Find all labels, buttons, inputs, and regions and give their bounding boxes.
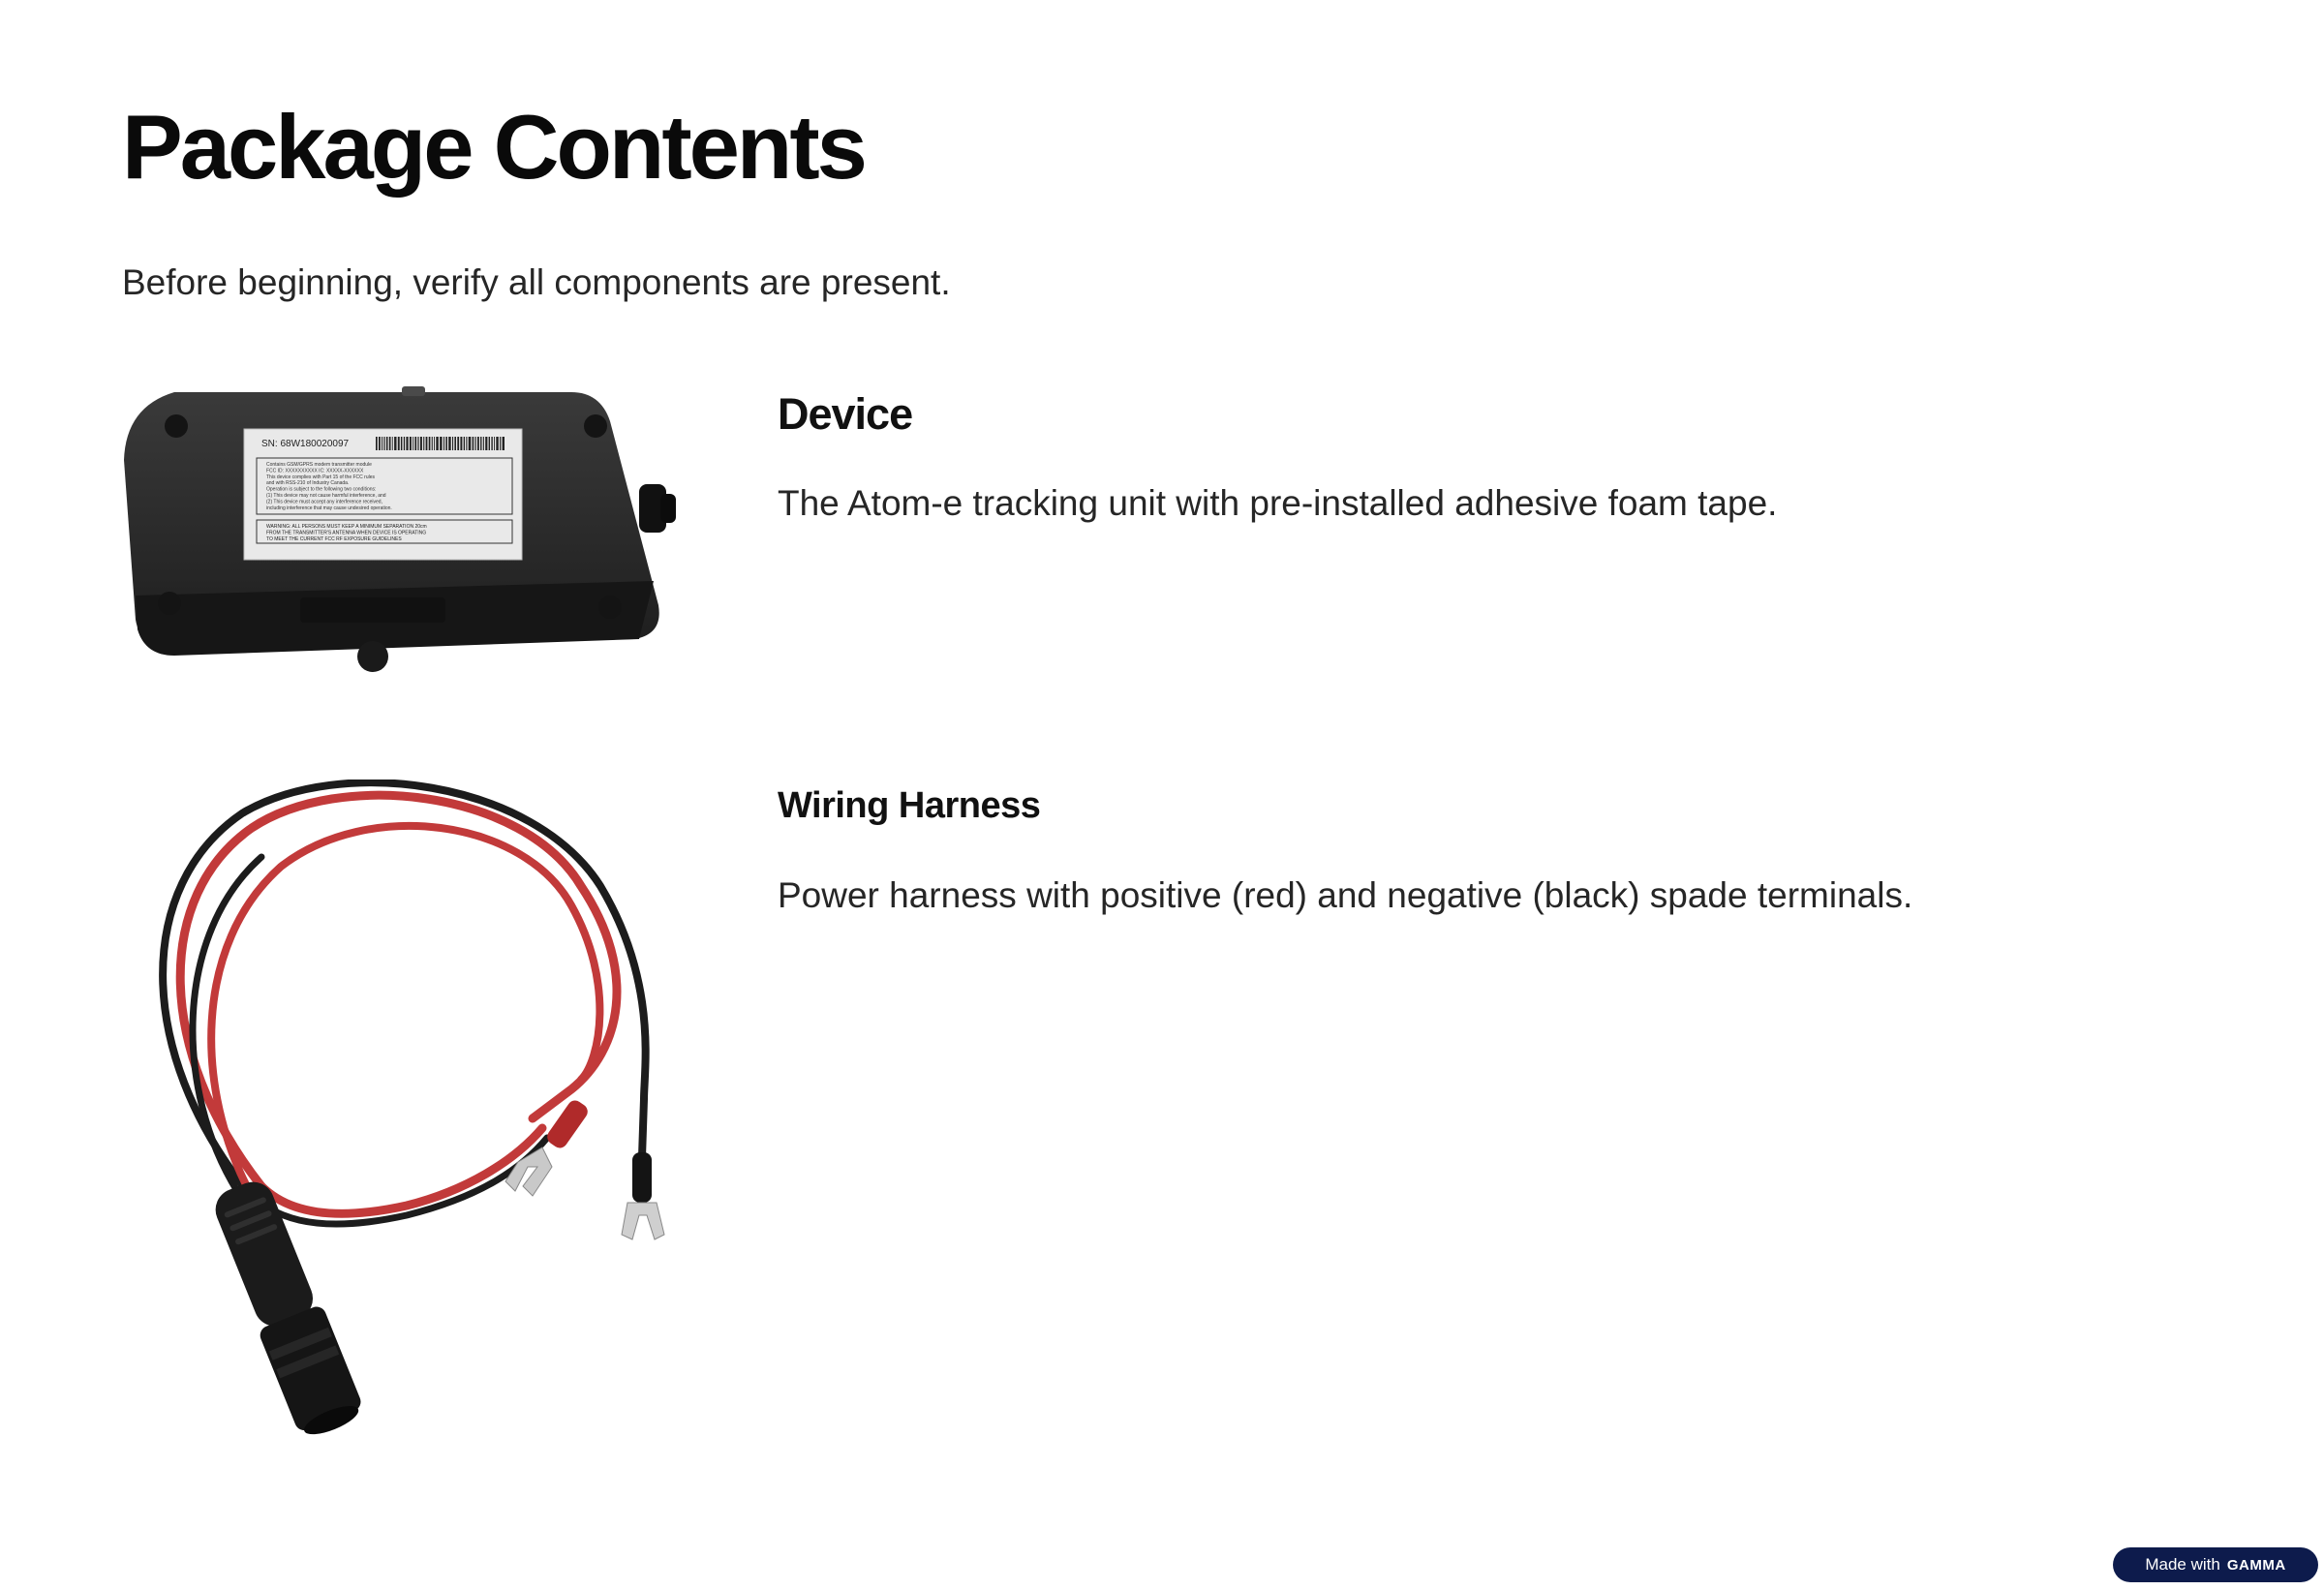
- device-serial: SN: 68W180020097: [261, 439, 350, 449]
- barcode-bar: [423, 437, 425, 450]
- barcode-bar: [474, 437, 476, 450]
- device-description: The Atom-e tracking unit with pre-instal…: [778, 483, 1778, 523]
- device-heading: Device: [778, 389, 913, 439]
- barcode-bar: [491, 437, 493, 450]
- barcode: [373, 436, 508, 451]
- barcode-bar: [480, 437, 482, 450]
- barcode-bar: [425, 437, 428, 450]
- device-label-line: (1) This device may not cause harmful in…: [266, 493, 386, 499]
- wiring-harness-description: Power harness with positive (red) and ne…: [778, 875, 1913, 915]
- barcode-bar: [391, 437, 393, 450]
- device-warning-line: WARNING: ALL PERSONS MUST KEEP A MINIMUM…: [266, 524, 427, 530]
- barcode-bar: [443, 437, 444, 450]
- page-title: Package Contents: [122, 96, 868, 198]
- barcode-bar: [485, 437, 488, 450]
- barcode-bar: [477, 437, 479, 450]
- device-label-line: including interference that may cause un…: [266, 505, 392, 511]
- barcode-bar: [494, 437, 495, 450]
- barcode-bar: [460, 437, 463, 450]
- barcode-bar: [385, 437, 388, 450]
- barcode-bar: [468, 437, 472, 450]
- barcode-bar: [452, 437, 454, 450]
- device-label-line: This device complies with Part 15 of the…: [266, 474, 375, 480]
- barcode-bar: [457, 437, 460, 450]
- barcode-bar: [431, 437, 433, 450]
- device-label-line: and with RSS-210 of Industry Canada.: [266, 480, 349, 486]
- barcode-bar: [394, 437, 397, 450]
- barcode-bar: [403, 437, 406, 450]
- barcode-bar: [376, 437, 378, 450]
- device-photo: SN: 68W180020097 Contains GSM/GPRS modem…: [124, 386, 676, 672]
- barcode-bar: [488, 437, 490, 450]
- device-label-line: Operation is subject to the following tw…: [266, 487, 376, 493]
- barcode-bar: [383, 437, 385, 450]
- barcode-bar: [417, 437, 419, 450]
- wiring-harness-heading: Wiring Harness: [778, 785, 1041, 826]
- barcode-bar: [379, 437, 381, 450]
- barcode-bar: [454, 437, 456, 450]
- gamma-logo: GAMMA: [2226, 1556, 2286, 1574]
- barcode-bar: [414, 437, 417, 450]
- barcode-bar: [397, 437, 400, 450]
- barcode-bar: [466, 437, 468, 450]
- barcode-bar: [400, 437, 403, 450]
- device-label-line: Contains GSM/GPRS modem transmitter modu…: [266, 462, 372, 468]
- page-intro: Before beginning, verify all components …: [122, 262, 951, 302]
- barcode-bar: [388, 437, 391, 450]
- barcode-bar: [502, 437, 505, 450]
- barcode-bar: [409, 437, 412, 450]
- barcode-bar: [500, 437, 502, 450]
- device-label-line: (2) This device must accept any interfer…: [266, 499, 382, 505]
- device-label-line: FCC ID: XXXXXXXXXX IC: XXXXX-XXXXXX: [266, 468, 364, 474]
- made-with-gamma-badge[interactable]: Made with GAMMA: [2113, 1547, 2318, 1582]
- barcode-bar: [434, 437, 435, 450]
- barcode-bar: [445, 437, 447, 450]
- barcode-bar: [406, 437, 409, 450]
- badge-prefix: Made with: [2145, 1555, 2220, 1574]
- device-warning-line: TO MEET THE CURRENT FCC RF EXPOSURE GUID…: [266, 536, 402, 542]
- barcode-bar: [436, 437, 439, 450]
- barcode-bar: [472, 437, 474, 450]
- barcode-bar: [482, 437, 484, 450]
- barcode-bar: [496, 437, 499, 450]
- barcode-bar: [463, 437, 465, 450]
- barcode-bar: [440, 437, 443, 450]
- barcode-bar: [448, 437, 451, 450]
- barcode-bar: [428, 437, 431, 450]
- device-warning-line: FROM THE TRANSMITTER'S ANTENNA WHEN DEVI…: [266, 530, 426, 535]
- wiring-harness-photo: [159, 780, 665, 1435]
- barcode-bar: [419, 437, 422, 450]
